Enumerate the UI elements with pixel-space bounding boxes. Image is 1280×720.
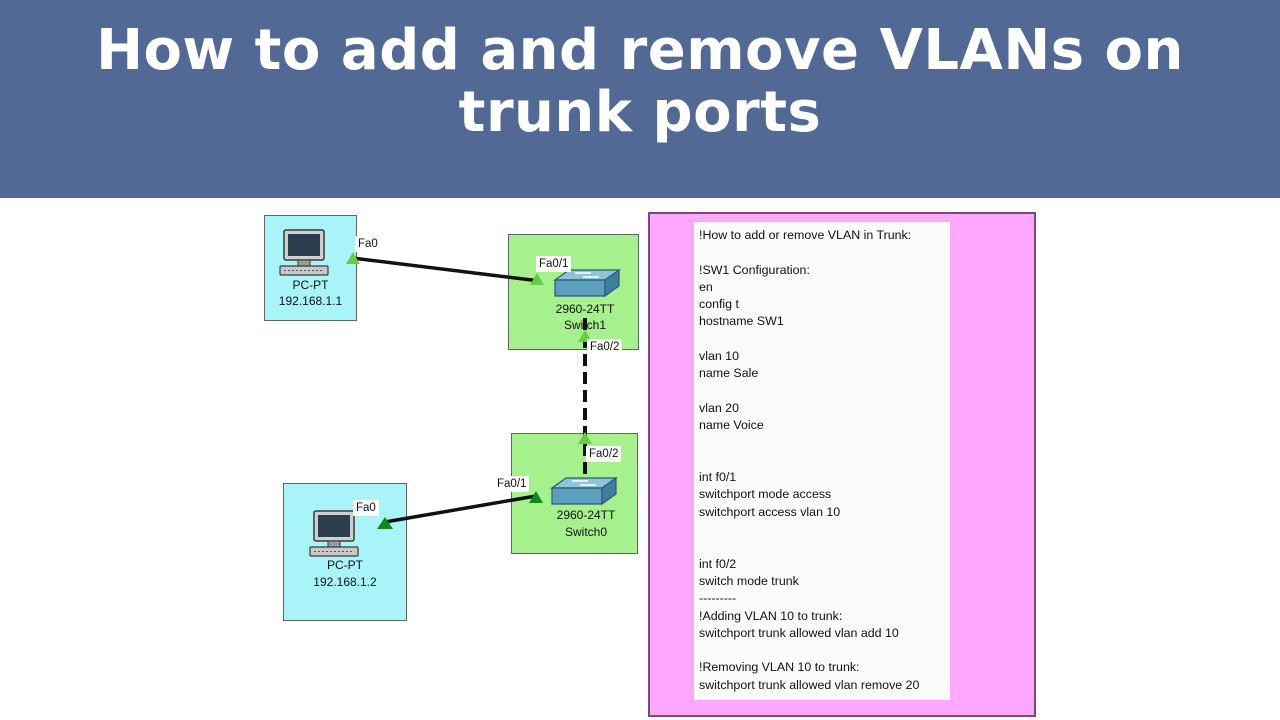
note-line: !SW1 Configuration: [699, 262, 810, 277]
switch0-icon [550, 476, 618, 506]
switch0-fa02-label: Fa0/2 [586, 446, 622, 462]
note-line [699, 383, 949, 400]
switch1-name-label: Switch1 [563, 318, 607, 332]
link-light-switch0-fa01 [529, 491, 543, 503]
note-line [699, 642, 949, 659]
link-pc1-switch1 [351, 256, 541, 283]
link-light-switch0-fa02 [578, 432, 592, 444]
note-line: hostname SW1 [699, 314, 784, 329]
note-line: name Voice [699, 418, 764, 433]
note-line: switch mode trunk [699, 573, 799, 588]
page-title: How to add and remove VLANs on trunk por… [96, 18, 1184, 145]
switch1-icon [553, 268, 621, 298]
config-note-paper [694, 222, 950, 700]
note-line: int f0/2 [699, 556, 737, 571]
note-line [699, 244, 949, 261]
pc1-port-label: Fa0 [355, 236, 381, 252]
switch0-name-label: Switch0 [564, 525, 608, 539]
note-line: !Removing VLAN 10 to trunk: [699, 660, 860, 675]
switch1-model-label: 2960-24TT [555, 302, 615, 316]
note-line: switchport mode access [699, 487, 832, 502]
switch0-fa01-label: Fa0/1 [494, 476, 530, 492]
note-line [699, 331, 949, 348]
note-line: --------- [699, 591, 737, 606]
note-line: config t [699, 297, 739, 312]
note-line: vlan 20 [699, 400, 739, 415]
note-line: switchport access vlan 10 [699, 504, 841, 519]
note-line: !Adding VLAN 10 to trunk: [699, 608, 843, 623]
link-light-switch1-fa01 [530, 273, 544, 285]
switch0-model-label: 2960-24TT [556, 508, 616, 522]
note-line [699, 538, 949, 555]
link-light-pc2 [377, 517, 393, 529]
link-pc2-switch0 [384, 494, 537, 524]
note-line: vlan 10 [699, 349, 739, 364]
pc1-ip-label: 192.168.1.1 [278, 294, 343, 308]
note-line: switchport trunk allowed vlan add 10 [699, 625, 899, 640]
note-line [699, 521, 949, 538]
note-line: switchport trunk allowed vlan remove 20 [699, 677, 920, 692]
pc2-port-label: Fa0 [353, 500, 379, 516]
pc2-icon [309, 510, 359, 557]
pc1-model-label: PC-PT [292, 278, 329, 292]
pc2-model-label: PC-PT [327, 558, 363, 572]
note-line [699, 435, 949, 452]
note-line: int f0/1 [699, 470, 737, 485]
config-note-text: !How to add or remove VLAN in Trunk: !SW… [699, 227, 949, 694]
note-line [699, 452, 949, 469]
switch1-fa01-label: Fa0/1 [536, 256, 572, 272]
pc2-ip-label: 192.168.1.2 [313, 575, 377, 589]
note-line: !How to add or remove VLAN in Trunk: [699, 228, 912, 242]
pc1-icon [279, 229, 329, 276]
title-banner: How to add and remove VLANs on trunk por… [0, 0, 1280, 198]
switch1-fa02-label: Fa0/2 [587, 339, 623, 355]
note-line: en [699, 279, 713, 294]
link-light-pc1 [346, 252, 360, 264]
note-line: name Sale [699, 366, 759, 381]
